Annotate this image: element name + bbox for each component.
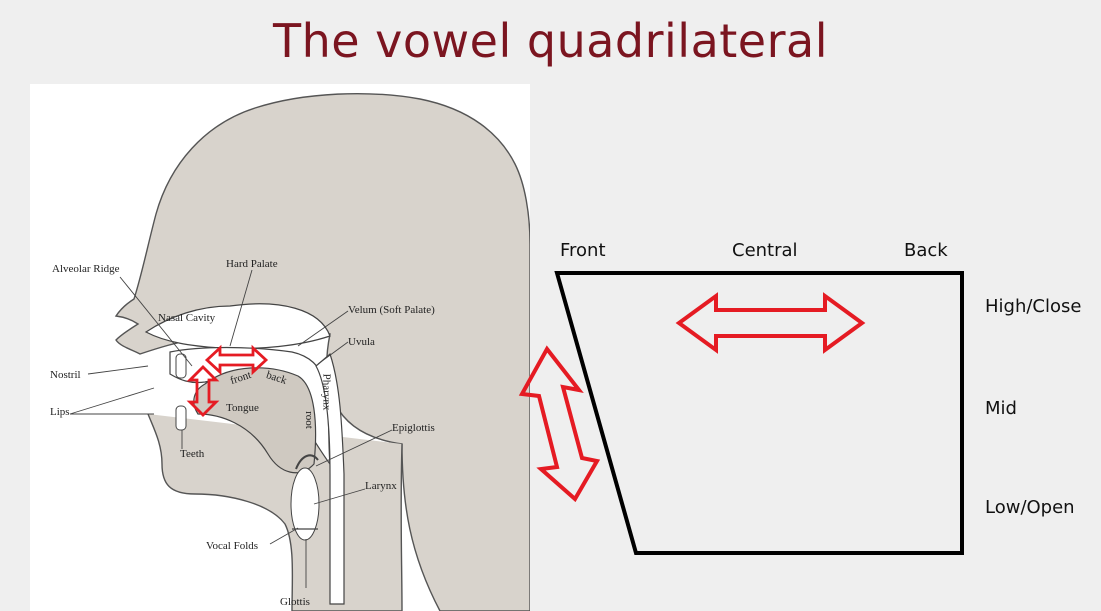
row-label-high: High/Close	[985, 296, 1101, 317]
row-label-low: Low/Open	[985, 497, 1075, 518]
front-back-arrow	[679, 296, 862, 350]
column-label-central: Central	[732, 240, 798, 261]
row-label-mid: Mid	[985, 398, 1017, 419]
column-label-front: Front	[560, 240, 606, 261]
quadrilateral-outline	[557, 273, 962, 553]
column-label-back: Back	[904, 240, 948, 261]
